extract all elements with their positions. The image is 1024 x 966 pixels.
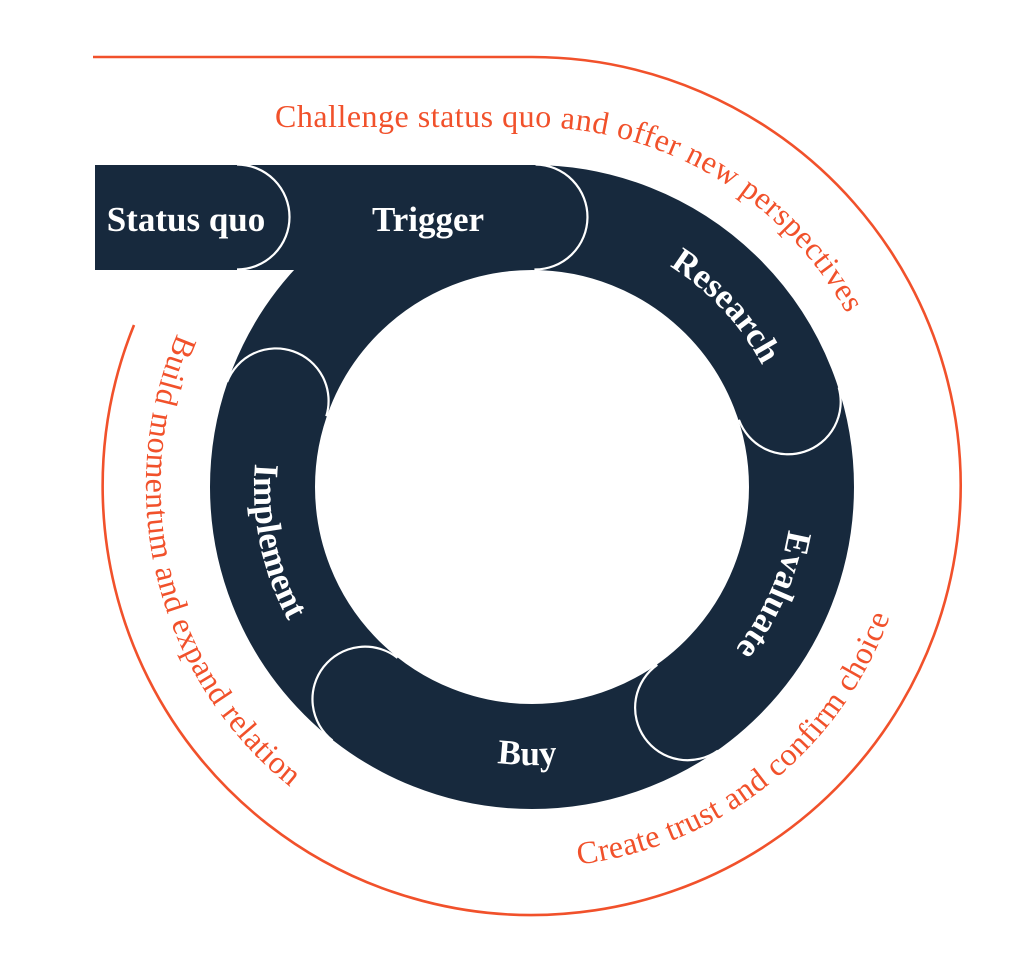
stage-label-buy: Buy <box>496 732 558 773</box>
status-quo-tail <box>95 165 535 270</box>
divider-trigger-research <box>534 163 589 271</box>
orange-spiral-line <box>93 55 962 917</box>
journey-ring <box>95 165 854 809</box>
divider-evaluate-buy <box>634 663 719 762</box>
stage-label-trigger: Trigger <box>372 200 484 239</box>
divider-implement-loop <box>226 347 330 417</box>
stage-dividers <box>226 163 842 762</box>
divider-buy-implement <box>311 645 399 742</box>
stage-label-status-quo: Status quo <box>107 200 266 239</box>
divider-status-quo-trigger <box>236 163 291 271</box>
divider-research-evaluate <box>737 387 842 456</box>
